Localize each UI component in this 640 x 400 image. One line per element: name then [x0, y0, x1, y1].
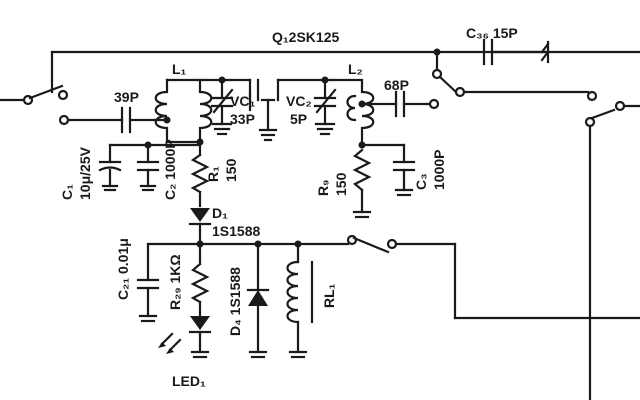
label-c2: C₂ 1000P [162, 139, 178, 200]
relay-coil-rl1 [286, 242, 314, 359]
label-d1: D₁ [212, 205, 228, 221]
label-c3-val: 1000P [431, 150, 447, 190]
label-d1-val: 1S1588 [212, 223, 260, 239]
label-vc2: VC₂ [286, 93, 312, 109]
capacitor-c21 [136, 242, 160, 323]
label-r9-val: 150 [333, 172, 349, 196]
varcap-vc2 [313, 76, 337, 136]
label-vc1-val: 33P [230, 111, 255, 127]
capacitor-68p [360, 90, 440, 118]
label-c21: C₂₁ 0.01μ [115, 238, 131, 300]
label-c1: C₁ [59, 184, 75, 200]
label-d4: D₄ 1S1588 [227, 267, 243, 336]
label-c36: C₃₆ 15P [466, 25, 518, 41]
label-led1: LED₁ [172, 373, 206, 389]
capacitor-39p [120, 106, 171, 134]
resistor-r1-diode-d1 [188, 140, 212, 248]
label-39p: 39P [114, 89, 139, 105]
label-vc1: VC₁ [230, 93, 255, 109]
varcap-vc1 [198, 76, 234, 136]
label-r1: R₁ [205, 166, 221, 182]
resistor-r9-capacitor-c3 [352, 143, 416, 219]
inductor-l2 [323, 78, 375, 149]
label-rl1: RL₁ [321, 283, 337, 308]
label-l2: L₂ [348, 61, 363, 77]
top-right-switch [431, 38, 598, 102]
label-r29: R₂₉ 1KΩ [167, 254, 183, 310]
label-q1: Q₁2SK125 [272, 29, 339, 45]
label-r1-val: 150 [223, 158, 239, 182]
coupling-caps [220, 78, 327, 142]
resistor-r29-led1 [158, 242, 212, 359]
left-switch [0, 84, 124, 126]
label-c1-val: 10μ/25V [77, 146, 93, 200]
diode-d4 [246, 242, 270, 359]
inductor-l1 [154, 78, 213, 146]
far-right-switch [584, 100, 640, 400]
lower-bus [146, 234, 640, 320]
capacitors-c1-c2 [98, 141, 202, 192]
label-c3: C₃ [413, 173, 429, 190]
label-l1: L₁ [172, 61, 187, 77]
label-vc2-val: 5P [290, 111, 307, 127]
label-68p: 68P [384, 77, 409, 93]
labels: Q₁2SK125 C₃₆ 15P L₁ L₂ 39P 68P VC₁ 33P V… [59, 25, 518, 389]
top-rail [50, 48, 640, 94]
label-r9: R₉ [315, 180, 331, 196]
